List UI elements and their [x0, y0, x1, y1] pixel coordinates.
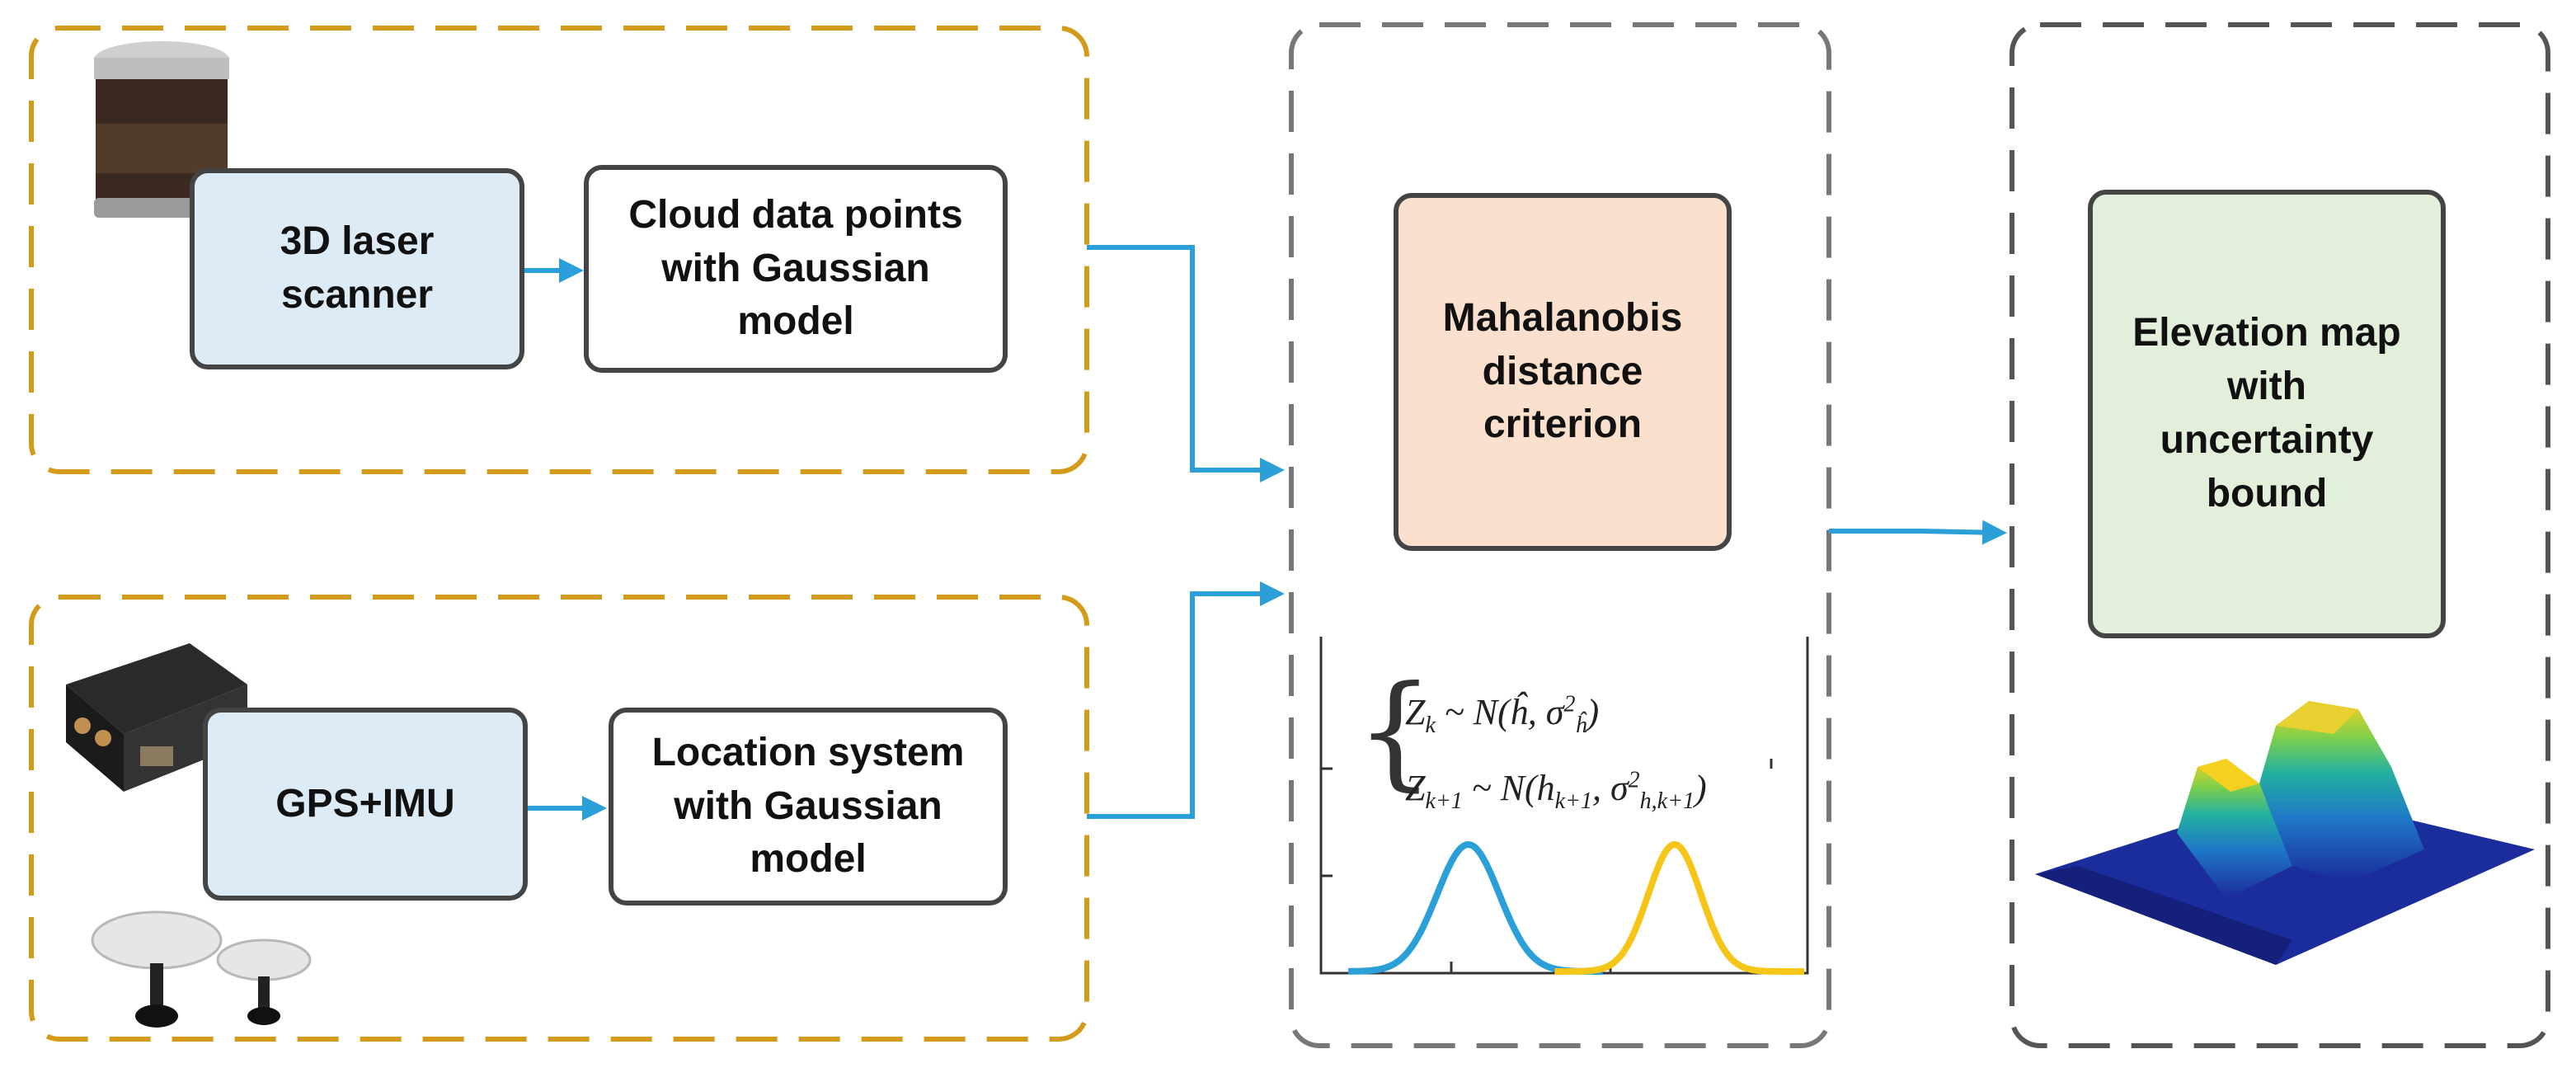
arrow-lidar-to-fusion [1087, 245, 1285, 482]
mahalanobis-box: Mahalanobis distance criterion [1394, 193, 1732, 551]
equation-line-1: Zk ~ N(ĥ, σ2ĥ) [1405, 691, 1600, 738]
velodyne-lidar-photo [94, 41, 229, 218]
elevation-map-box: Elevation map with uncertainty bound [2088, 190, 2446, 638]
location-group-frame [29, 595, 1089, 1042]
gaussian-curve-blue [1348, 841, 1603, 975]
location-system-box: Location system with Gaussian model [609, 708, 1008, 906]
gps-imu-box: GPS+IMU [203, 708, 528, 901]
equation-line-2: Zk+1 ~ N(hk+1, σ2h,k+1) [1405, 767, 1707, 814]
lidar-group-frame [29, 26, 1089, 474]
cloud-points-box: Cloud data points with Gaussian model [584, 165, 1008, 373]
3d-terrain-surface-illustration [2035, 701, 2535, 965]
laser-scanner-box: 3D laser scanner [190, 168, 524, 369]
arrow-location-to-fusion [1087, 581, 1285, 819]
gps-antenna-photo [91, 910, 312, 1028]
fusion-group-frame [1289, 22, 1831, 1048]
arrow-fusion-to-output [1829, 520, 2007, 545]
output-group-frame [2010, 22, 2550, 1048]
gaussian-chart [1319, 637, 1809, 975]
equation-brace: { [1356, 660, 1435, 803]
gaussian-curve-yellow [1554, 840, 1804, 975]
